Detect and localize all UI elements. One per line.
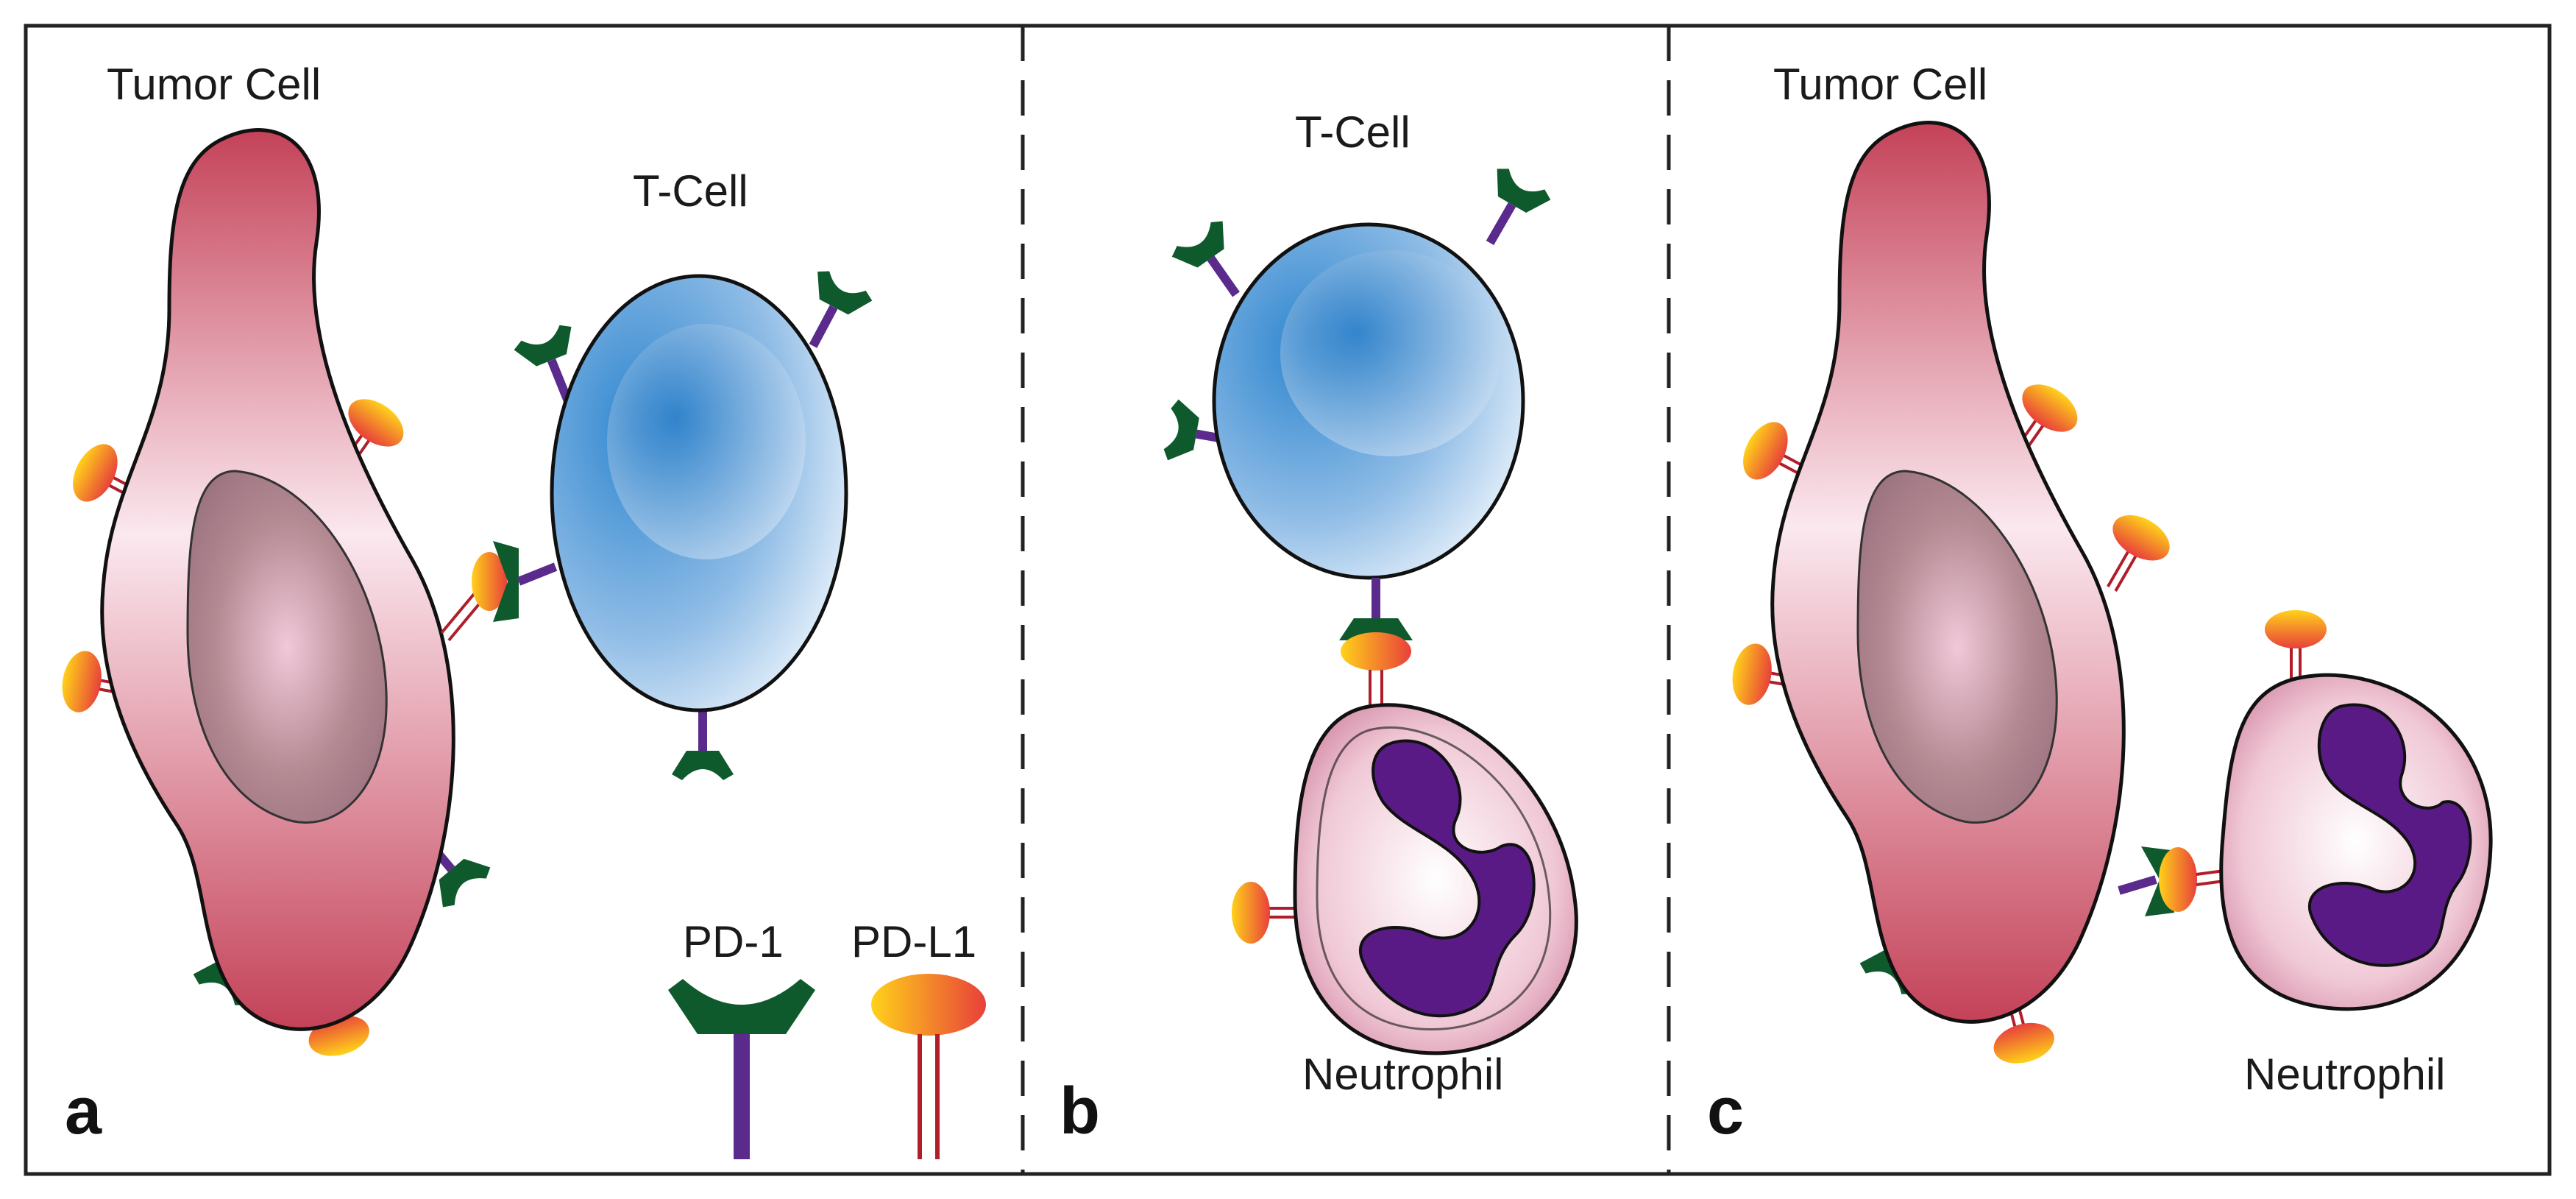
pdl1-ligand — [472, 552, 507, 611]
legend-pdl1-icon — [871, 974, 986, 1036]
panel-letter-b: b — [1060, 1075, 1100, 1148]
neutrophil-inner — [1316, 726, 1552, 1031]
panel-letter-a: a — [65, 1075, 102, 1148]
panel-letter-c: c — [1707, 1075, 1744, 1148]
panel-c: Tumor Cell Neutrophil c — [1707, 60, 2493, 1148]
figure-frame — [24, 24, 2552, 1176]
tumor-cell-label: Tumor Cell — [1773, 60, 1987, 109]
pdl1-ligand — [440, 587, 480, 634]
tcell-nucleus — [607, 324, 806, 559]
pd1-receptor — [1339, 618, 1413, 640]
pdl1-ligand — [2159, 847, 2197, 912]
pd1-receptor — [1463, 163, 1554, 258]
pd1-receptor — [672, 707, 734, 780]
panel-a: Tumor Cell T-Cell a PD-1 PD-L1 — [56, 60, 986, 1159]
tumor-nucleus — [1856, 470, 2058, 824]
tcell-label: T-Cell — [633, 166, 748, 216]
pd1-receptor — [517, 562, 558, 586]
legend-pd1-icon — [668, 979, 815, 1034]
legend-pd1-label: PD-1 — [683, 917, 784, 966]
panel-b: T-Cell Neutrophil b — [1060, 107, 1578, 1148]
tumor-cell-label: Tumor Cell — [107, 60, 321, 109]
legend-pdl1-label: PD-L1 — [851, 917, 976, 966]
legend: PD-1 PD-L1 — [668, 917, 986, 1159]
pdl1-ligand — [1341, 632, 1411, 671]
neutrophil-nucleus — [2307, 703, 2472, 967]
neutrophil-label: Neutrophil — [2244, 1050, 2446, 1099]
neutrophil-label: Neutrophil — [1302, 1050, 1504, 1099]
neutrophil-nucleus — [1358, 739, 1536, 1018]
tcell-nucleus — [1280, 250, 1501, 456]
tcell-label: T-Cell — [1295, 107, 1411, 157]
pd1-receptor — [2118, 875, 2157, 895]
tumor-nucleus — [186, 470, 388, 824]
pd1-receptor — [493, 541, 519, 622]
